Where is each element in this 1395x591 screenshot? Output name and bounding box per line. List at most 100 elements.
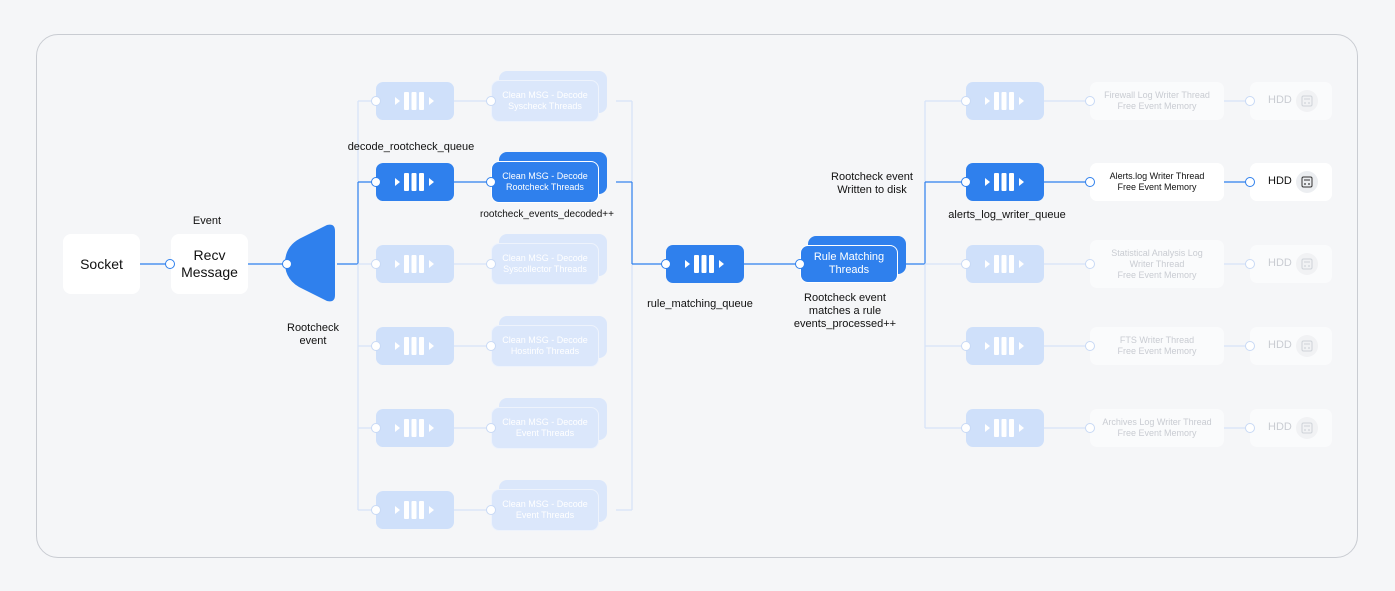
writer-thread: Statistical Analysis Log Writer Thread F… (1090, 240, 1224, 288)
connector-dot (961, 259, 971, 269)
rule-matching-threads: Rule Matching Threads (800, 236, 906, 283)
alerts-log-writer-queue-label: alerts_log_writer_queue (948, 209, 1066, 221)
writer-thread: Archives Log Writer Thread Free Event Me… (1090, 409, 1224, 447)
queue-icon (685, 255, 724, 273)
connector-dot (1245, 177, 1255, 187)
decode-thread-label: Clean MSG - Decode Event Threads (502, 417, 588, 438)
decode-queue (376, 245, 454, 283)
connector-dot (486, 423, 496, 433)
connector-dot (371, 505, 381, 515)
connector-dot (961, 177, 971, 187)
writer-thread-label: Statistical Analysis Log Writer Thread F… (1111, 247, 1203, 280)
writer-queue (966, 245, 1044, 283)
queue-icon (395, 419, 434, 437)
connector-dot (371, 423, 381, 433)
connector-dot (1085, 259, 1095, 269)
rule-matching-threads-label: Rule Matching Threads (813, 251, 885, 276)
connector-dot (371, 341, 381, 351)
decode-queue (376, 163, 454, 201)
rootcheck-event-label: Rootcheck event (287, 322, 339, 347)
writer-thread-label: Firewall Log Writer Thread Free Event Me… (1104, 90, 1210, 111)
connector-dot (1085, 341, 1095, 351)
connector-dot (486, 177, 496, 187)
decode-queue (376, 327, 454, 365)
hdd-node: HDD (1250, 163, 1332, 201)
disk-icon (1296, 253, 1318, 275)
decode-thread: Clean MSG - Decode Event Threads (491, 398, 607, 449)
diagram-frame (36, 34, 1358, 558)
queue-icon (985, 255, 1024, 273)
hdd-node: HDD (1250, 327, 1332, 365)
connector-dot (165, 259, 175, 269)
queue-icon (395, 173, 434, 191)
decode-thread: Clean MSG - Decode Rootcheck Threads (491, 152, 607, 203)
connector-dot (1245, 341, 1255, 351)
decode-queue (376, 491, 454, 529)
rule-matching-queue-label: rule_matching_queue (647, 298, 753, 310)
recv-message-label: Recv Message (181, 247, 238, 280)
connector-dot (371, 259, 381, 269)
writer-thread-label: FTS Writer Thread Free Event Memory (1117, 335, 1197, 356)
decode-thread-label: Clean MSG - Decode Event Threads (502, 499, 588, 520)
disk-icon (1296, 417, 1318, 439)
connector-dot (486, 96, 496, 106)
socket-node: Socket (63, 234, 140, 294)
socket-label: Socket (80, 255, 123, 272)
connector-dot (1085, 423, 1095, 433)
connector-dot (282, 259, 292, 269)
hdd-label: HDD (1268, 421, 1292, 433)
connector-dot (795, 259, 805, 269)
connector-dot (1245, 423, 1255, 433)
hdd-label: HDD (1268, 94, 1292, 106)
rootcheck-matches-label: Rootcheck event matches a rule events_pr… (793, 292, 897, 330)
decode-thread: Clean MSG - Decode Syscheck Threads (491, 71, 607, 122)
writer-queue (966, 163, 1044, 201)
queue-icon (985, 419, 1024, 437)
connector-dot (486, 341, 496, 351)
hdd-label: HDD (1268, 257, 1292, 269)
disk-icon (1296, 90, 1318, 112)
connector-dot (661, 259, 671, 269)
writer-thread: Alerts.log Writer Thread Free Event Memo… (1090, 163, 1224, 201)
writer-queue (966, 327, 1044, 365)
decode-thread: Clean MSG - Decode Syscollector Threads (491, 234, 607, 285)
recv-message-node: Recv Message (171, 234, 248, 294)
disk-icon (1296, 335, 1318, 357)
hdd-label: HDD (1268, 175, 1292, 187)
decode-thread-label: Clean MSG - Decode Syscheck Threads (502, 90, 588, 111)
queue-icon (395, 92, 434, 110)
rule-matching-queue (666, 245, 744, 283)
decode-thread: Clean MSG - Decode Hostinfo Threads (491, 316, 607, 367)
rootcheck-events-decoded-label: rootcheck_events_decoded++ (480, 209, 614, 220)
disk-icon (1296, 171, 1318, 193)
connector-dot (1085, 96, 1095, 106)
decode-queue (376, 82, 454, 120)
decode-thread-label: Clean MSG - Decode Syscollector Threads (502, 253, 588, 274)
hdd-label: HDD (1268, 339, 1292, 351)
connector-dot (371, 96, 381, 106)
hdd-node: HDD (1250, 409, 1332, 447)
queue-icon (985, 173, 1024, 191)
writer-thread: Firewall Log Writer Thread Free Event Me… (1090, 82, 1224, 120)
decode-thread: Clean MSG - Decode Event Threads (491, 480, 607, 531)
connector-dot (486, 259, 496, 269)
writer-thread-label: Archives Log Writer Thread Free Event Me… (1102, 417, 1212, 438)
queue-icon (395, 337, 434, 355)
connector-dot (486, 505, 496, 515)
decode-thread-label: Clean MSG - Decode Hostinfo Threads (502, 335, 588, 356)
connector-dot (961, 341, 971, 351)
connector-dot (961, 423, 971, 433)
connector-dot (961, 96, 971, 106)
writer-thread-label: Alerts.log Writer Thread Free Event Memo… (1109, 171, 1205, 192)
decode-thread-label: Clean MSG - Decode Rootcheck Threads (502, 171, 588, 192)
connector-dot (1085, 177, 1095, 187)
event-label: Event (192, 215, 222, 227)
writer-thread: FTS Writer Thread Free Event Memory (1090, 327, 1224, 365)
decode-rootcheck-queue-label: decode_rootcheck_queue (347, 141, 475, 153)
decode-queue (376, 409, 454, 447)
hdd-node: HDD (1250, 245, 1332, 283)
queue-icon (395, 255, 434, 273)
writer-queue (966, 409, 1044, 447)
connector-dot (1245, 96, 1255, 106)
hdd-node: HDD (1250, 82, 1332, 120)
